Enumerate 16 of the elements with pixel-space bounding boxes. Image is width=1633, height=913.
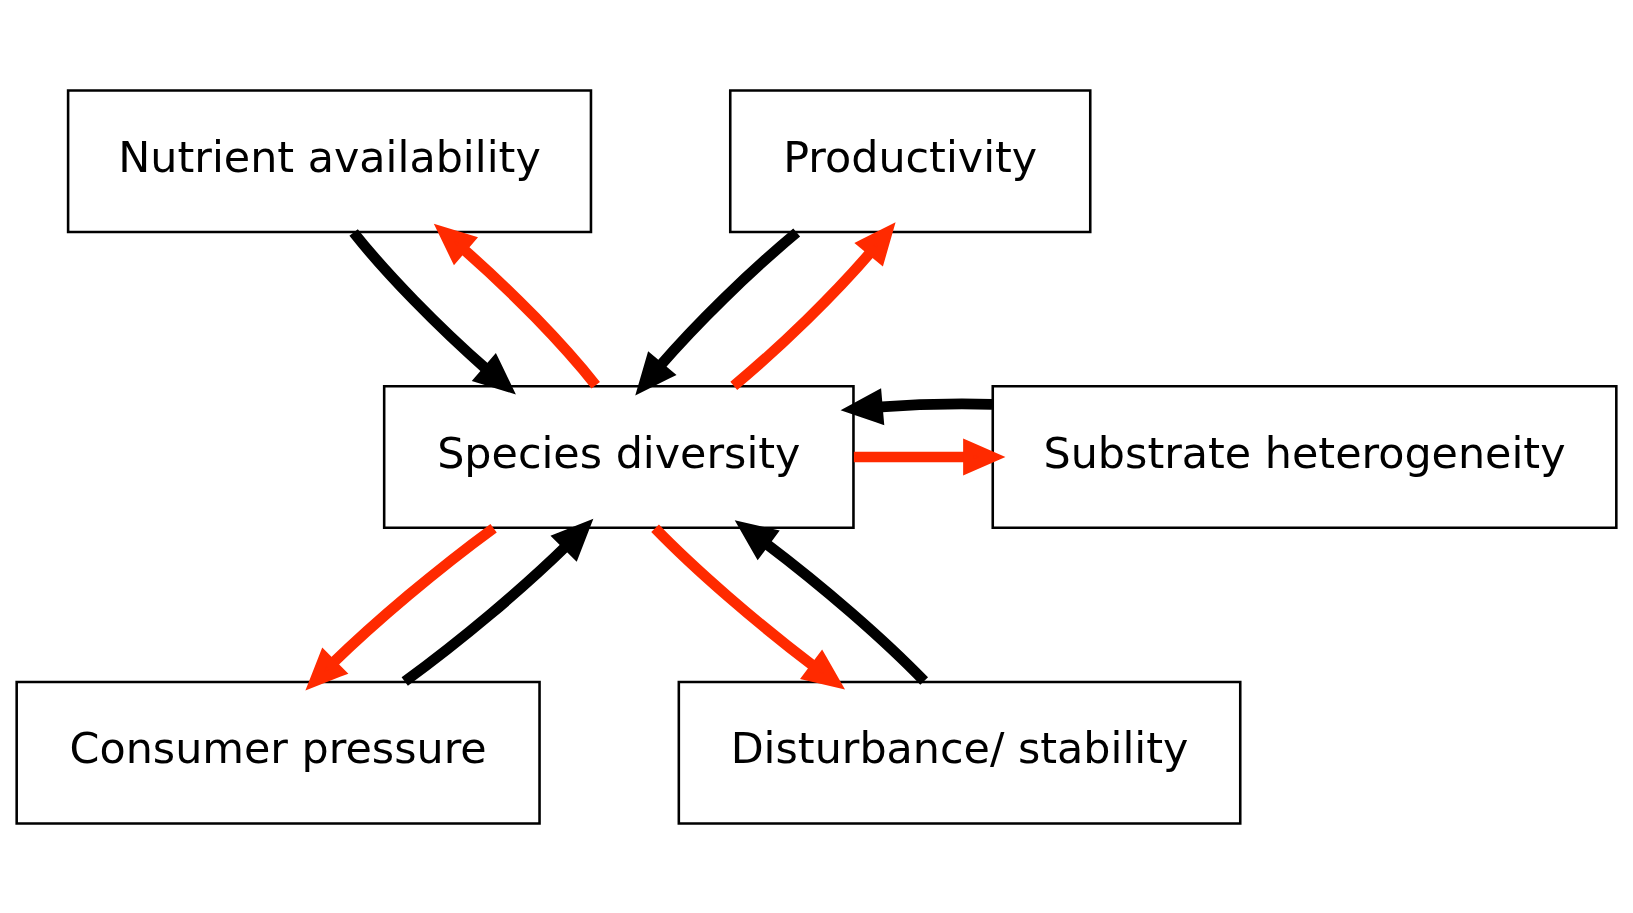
arrow: [853, 438, 1006, 475]
node-box: Species diversity: [382, 384, 855, 529]
arrow: [401, 518, 594, 686]
node-box: Productivity: [728, 88, 1092, 233]
node-box: Consumer pressure: [15, 680, 541, 825]
arrow: [730, 221, 896, 390]
node-box: Substrate heterogeneity: [991, 384, 1618, 529]
arrow: [349, 228, 516, 394]
node-box: Disturbance/ stability: [677, 680, 1242, 825]
arrow: [840, 387, 993, 425]
arrow: [305, 523, 497, 690]
arrow: [651, 523, 845, 689]
node-box: Nutrient availability: [66, 88, 593, 233]
arrow: [433, 223, 600, 389]
arrow: [635, 227, 801, 396]
arrow: [734, 519, 928, 685]
